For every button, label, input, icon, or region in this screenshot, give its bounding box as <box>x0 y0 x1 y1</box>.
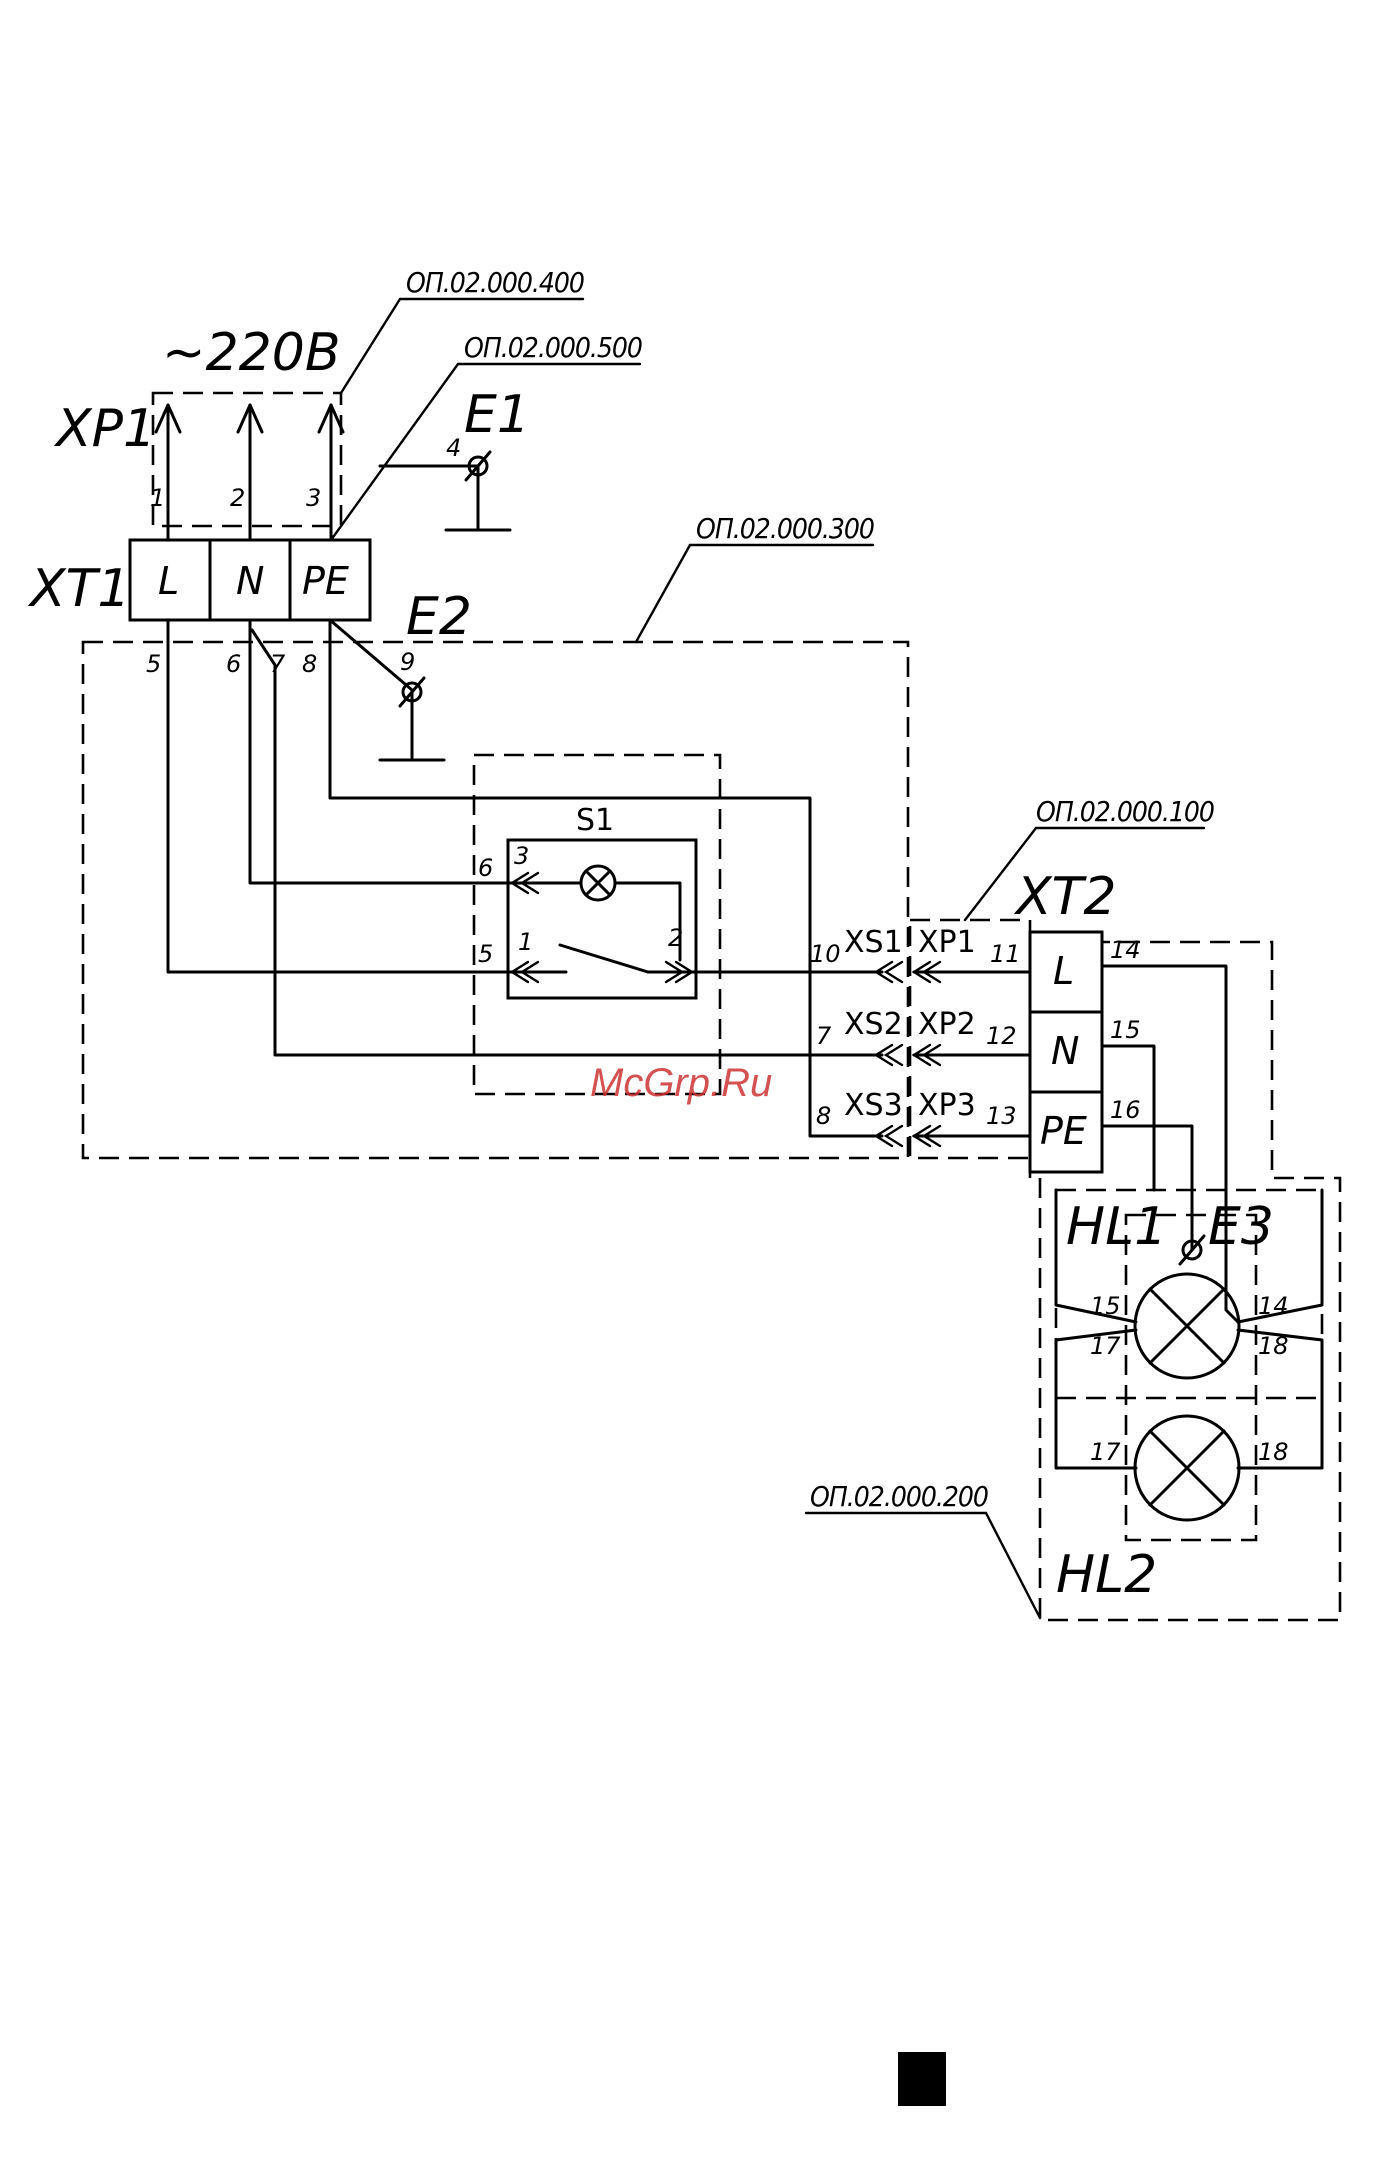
xs2-label: XS2 <box>844 1007 903 1042</box>
xt2-pe-label: PE <box>1040 1109 1087 1153</box>
e2-label: E2 <box>406 587 472 647</box>
xt1-n-label: N <box>236 559 264 603</box>
e1-label: E1 <box>464 385 530 445</box>
xp1b-label: XP1 <box>918 925 976 960</box>
ref-200-label: ОП.02.000.200 <box>810 1480 988 1513</box>
xt1-l-label: L <box>158 559 179 603</box>
wire-num-14: 14 <box>1110 936 1141 964</box>
ref-200-leader <box>806 1513 1040 1618</box>
s1-switch <box>508 840 696 998</box>
wire-num-13: 13 <box>986 1102 1017 1130</box>
wire-num-7: 7 <box>270 650 286 678</box>
hl1-pin-15: 15 <box>1090 1292 1121 1320</box>
wire-num-3: 3 <box>306 484 321 512</box>
supply-voltage-label: ~220В <box>162 323 341 383</box>
s1-label: S1 <box>576 803 614 838</box>
ref-400-label: ОП.02.000.400 <box>406 266 584 299</box>
e1-ground <box>380 452 510 530</box>
xt1-label: XT1 <box>27 559 130 619</box>
e3-label: E3 <box>1208 1197 1274 1257</box>
s1-pin-1: 1 <box>518 928 533 956</box>
hl1-pin-14: 14 <box>1258 1292 1289 1320</box>
xt2-label: XT2 <box>1013 867 1116 927</box>
wire-num-15: 15 <box>1110 1016 1141 1044</box>
xs3-label: XS3 <box>844 1088 903 1123</box>
s1-pin-5: 5 <box>478 940 493 968</box>
hl2-label: HL2 <box>1056 1545 1157 1605</box>
page-marker <box>898 2052 946 2106</box>
xt2-l-label: L <box>1053 949 1074 993</box>
xt1-pe-label: PE <box>302 559 349 603</box>
wire-num-4: 4 <box>446 434 461 462</box>
s1-pin-2: 2 <box>668 924 683 952</box>
ref-100-label: ОП.02.000.100 <box>1036 795 1214 828</box>
wire-num-2: 2 <box>230 484 245 512</box>
xp1-label: XP1 <box>53 399 156 459</box>
wire-num-6: 6 <box>226 650 241 678</box>
hl1-pin-17: 17 <box>1090 1332 1121 1360</box>
xp2-label: XP2 <box>918 1007 976 1042</box>
s1-pin-3: 3 <box>514 842 529 870</box>
ref-300-label: ОП.02.000.300 <box>696 512 874 545</box>
hl1-pin-18: 18 <box>1258 1332 1289 1360</box>
hl1-lamp <box>1135 1274 1239 1378</box>
hl2-lamp <box>1135 1416 1239 1520</box>
hl1-label: HL1 <box>1066 1197 1167 1257</box>
wire-num-9: 9 <box>400 648 415 676</box>
wire-num-12: 12 <box>986 1022 1017 1050</box>
hl2-pin-18: 18 <box>1258 1438 1289 1466</box>
ref-300-leader <box>636 545 873 642</box>
xt2-n-label: N <box>1051 1029 1079 1073</box>
hl2-pin-17: 17 <box>1090 1438 1121 1466</box>
xs1-label: XS1 <box>844 925 903 960</box>
xp1-arrows <box>156 405 343 540</box>
watermark: McGrp.Ru <box>590 1061 772 1105</box>
wire-num-11: 11 <box>990 940 1021 968</box>
s1-pin-6: 6 <box>478 854 493 882</box>
wire-num-7b: 7 <box>816 1022 832 1050</box>
wire-num-5: 5 <box>146 650 161 678</box>
wire-num-8b: 8 <box>816 1102 831 1130</box>
xp3-label: XP3 <box>918 1088 976 1123</box>
main-enclosure-300 <box>83 642 908 1158</box>
wire-num-1: 1 <box>150 484 165 512</box>
ref-500-label: ОП.02.000.500 <box>464 331 642 364</box>
wire-num-8: 8 <box>302 650 317 678</box>
e3-ground <box>1180 1236 1204 1264</box>
wire-num-10: 10 <box>810 940 841 968</box>
wire-num-16: 16 <box>1110 1096 1141 1124</box>
